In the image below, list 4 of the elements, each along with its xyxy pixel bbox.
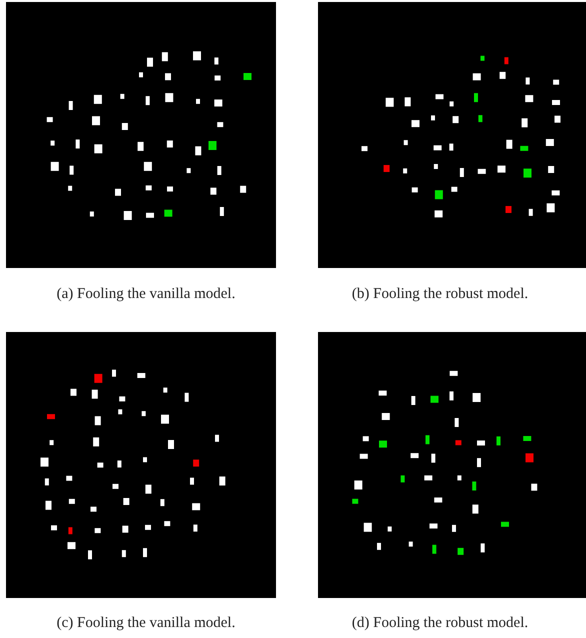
panel-caption: (c) Fooling the vanilla model. (56, 615, 236, 632)
panel-caption: (b) Fooling the robust model. (350, 286, 530, 303)
panel-caption: (d) Fooling the robust model. (350, 615, 530, 632)
panel-caption: (a) Fooling the vanilla model. (56, 286, 236, 303)
